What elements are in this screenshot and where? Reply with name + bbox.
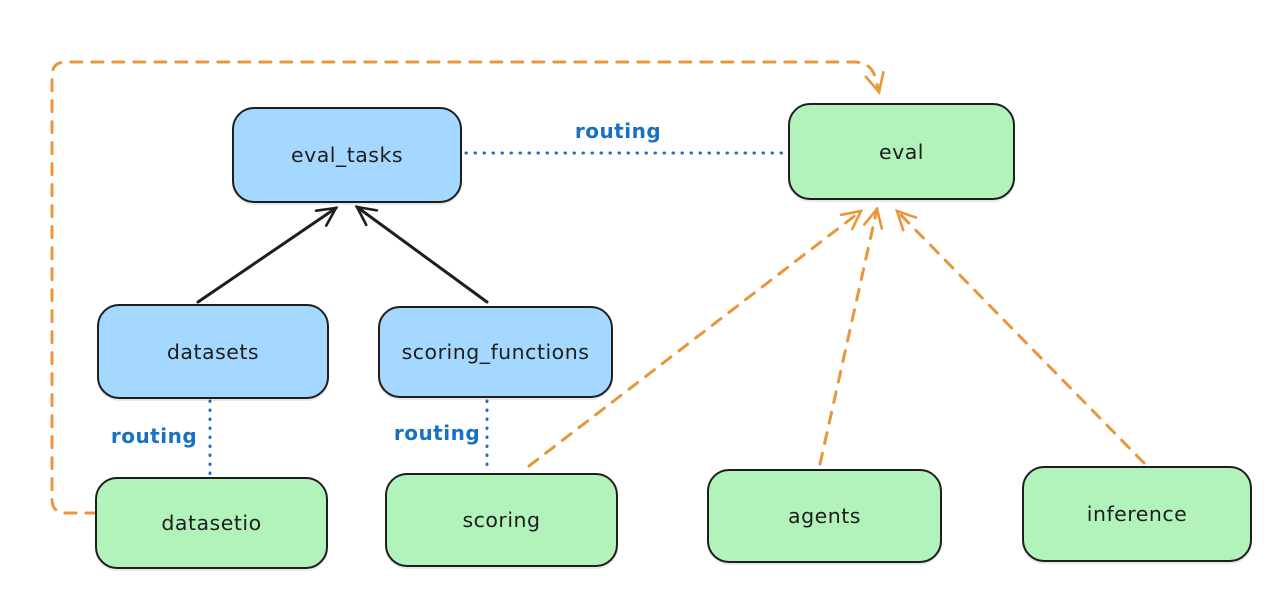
node-inference: inference [1022,466,1252,562]
node-datasetio-label: datasetio [161,511,262,535]
node-agents-label: agents [788,504,861,528]
edge-scoring-functions-to-eval-tasks [354,205,489,304]
node-datasets-label: datasets [166,339,260,364]
node-eval-label: eval [878,139,924,164]
node-scoring-functions: scoring_functions [378,306,613,398]
node-datasetio: datasetio [95,477,328,569]
node-eval: eval [788,103,1015,200]
node-eval-tasks-label: eval_tasks [290,143,404,167]
node-datasets: datasets [97,304,329,399]
node-scoring: scoring [385,473,618,567]
edge-label-routing-eval-tasks-eval: routing [574,119,662,143]
edge-agents-to-eval [818,206,884,466]
edge-datasets-to-eval-tasks [196,206,339,304]
node-agents: agents [707,469,942,563]
node-eval-tasks: eval_tasks [232,107,462,203]
edge-scoring-to-eval [527,209,864,468]
node-scoring-label: scoring [462,508,541,532]
node-inference-label: inference [1086,502,1188,526]
edge-inference-to-eval [894,208,1146,465]
edge-label-routing-scoring-functions-scoring: routing [393,421,481,445]
edge-label-routing-datasets-datasetio: routing [110,424,198,448]
node-scoring-functions-label: scoring_functions [401,340,590,364]
edge-datasetio-to-eval [50,60,885,515]
